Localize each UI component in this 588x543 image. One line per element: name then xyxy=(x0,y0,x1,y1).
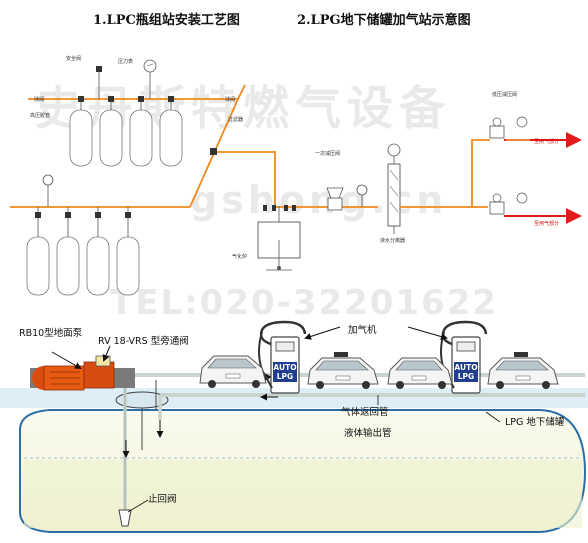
label-safety-valve: 安全阀 xyxy=(66,56,82,62)
pressure-gauge-symbol xyxy=(143,59,157,73)
label-dispenser: 加气机 xyxy=(348,325,377,336)
label-pump: RB10型地面泵 xyxy=(19,328,83,339)
primary-regulator xyxy=(326,184,368,211)
dispenser-1 xyxy=(258,320,307,394)
title-station: 2.LPG地下储罐加气站示意图 xyxy=(297,13,471,28)
label-ball-valve-mid: 球阀 xyxy=(225,97,236,103)
gas-cylinder xyxy=(116,236,140,296)
gas-cylinder xyxy=(99,109,123,167)
bottle-group-lower xyxy=(10,174,190,296)
riser-pipe xyxy=(189,84,246,208)
branch-pipes xyxy=(471,139,490,208)
dispenser-1-lpg: LPG xyxy=(276,372,294,381)
low-pressure-regulators xyxy=(489,116,528,215)
car xyxy=(387,357,453,389)
dispenser-2-auto: AUTO xyxy=(454,363,478,372)
label-vaporizer: 气化炉 xyxy=(232,254,248,260)
label-bypass: RV 18-VRS 型旁通阀 xyxy=(98,336,189,347)
car xyxy=(199,355,267,388)
filter-symbol xyxy=(210,148,217,155)
cylinder-valve xyxy=(138,96,144,102)
cylinder-valve xyxy=(78,96,84,102)
pressure-gauge-symbol xyxy=(42,174,54,186)
label-gas-use-2: 至用气部分 xyxy=(534,221,560,227)
label-tank: LPG 地下储罐 xyxy=(505,417,565,428)
label-high-pressure-hose: 高压胶管 xyxy=(30,113,51,119)
taxi xyxy=(487,352,559,389)
gas-cylinder xyxy=(129,109,153,167)
liquid-separator xyxy=(387,143,401,234)
rb10-pump xyxy=(30,355,135,391)
watermark-url: gshong.cn xyxy=(190,178,448,222)
label-liquid-pipe: 液体输出管 xyxy=(344,428,392,439)
dispenser-1-auto: AUTO xyxy=(273,363,297,372)
check-valve-symbol xyxy=(118,509,132,527)
label-primary-regulator: 一次减压阀 xyxy=(315,151,341,157)
label-return-pipe: 气体返回管 xyxy=(341,407,389,418)
gas-cylinder xyxy=(26,236,50,296)
label-check-valve: 止回阀 xyxy=(148,494,177,505)
gas-cylinder xyxy=(56,236,80,296)
watermark-phone: TEL:020-32201622 xyxy=(110,283,499,323)
title-installation: 1.LPC瓶组站安装工艺图 xyxy=(93,13,240,28)
label-ball-valve-left: 球阀 xyxy=(34,97,45,103)
dispenser-2-lpg: LPG xyxy=(457,372,475,381)
cylinder-valve xyxy=(108,96,114,102)
taxi xyxy=(307,352,379,389)
label-gas-use-1: 至用气部分 xyxy=(534,139,560,145)
safety-valve-symbol xyxy=(96,66,102,72)
label-separator: 液水分离器 xyxy=(380,238,406,244)
vaporizer xyxy=(257,205,301,271)
label-low-pressure-regulator: 低压减压阀 xyxy=(492,92,518,98)
label-filter: 过滤器 xyxy=(228,117,244,123)
main-gas-pipe xyxy=(214,151,378,208)
bottle-group-upper xyxy=(28,59,238,167)
gas-cylinder xyxy=(159,109,183,167)
cylinder-valve xyxy=(168,96,174,102)
gas-cylinder xyxy=(69,109,93,167)
gas-cylinder xyxy=(86,236,110,296)
label-pressure-gauge: 压力表 xyxy=(118,59,134,65)
